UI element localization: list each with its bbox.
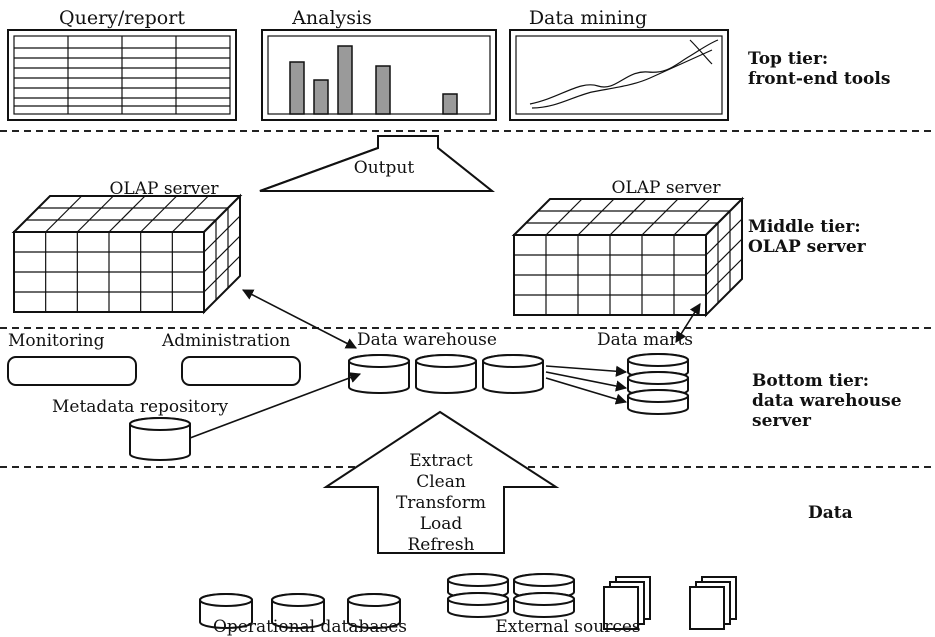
etl-step-label: Extract	[409, 451, 473, 471]
data-marts-cylinders-icon	[627, 353, 689, 415]
olap-server-left-label: OLAP server	[109, 179, 219, 199]
data-mining-line-chart-icon	[509, 29, 729, 121]
olap-mart-link-arrow	[675, 303, 701, 343]
bottom-tier-sublabel-2: server	[752, 411, 812, 431]
etl-step-label: Refresh	[407, 535, 474, 555]
etl-step-label: Load	[420, 514, 463, 534]
metadata-repository-label: Metadata repository	[52, 397, 228, 417]
warehouse-to-mart-arrow-3	[545, 377, 628, 405]
bottom-tier-label: Bottom tier:	[752, 371, 869, 391]
warehouse-to-mart-arrow-2	[545, 371, 628, 392]
middle-tier-label: Middle tier:	[748, 217, 861, 237]
bottom-tier-sublabel: data warehouse	[752, 391, 902, 411]
output-arrow-icon	[259, 135, 495, 192]
analysis-label: Analysis	[291, 7, 372, 29]
metadata-repository-cylinder-icon	[129, 417, 191, 461]
query-report-label: Query/report	[59, 7, 185, 29]
data-mining-label: Data mining	[529, 7, 647, 29]
etl-step-label: Transform	[396, 493, 486, 513]
warehouse-to-mart-arrow-1	[545, 365, 628, 377]
data-warehouse-label: Data warehouse	[357, 330, 497, 350]
top-tier-label: Top tier:	[748, 49, 828, 69]
external-sources-cylinders-icon	[447, 573, 575, 618]
output-label: Output	[354, 158, 415, 178]
data-tier-label: Data	[808, 503, 853, 523]
olap-cube-right-icon	[511, 196, 745, 318]
analysis-bar-chart-icon	[261, 29, 497, 121]
olap-cube-left-icon	[11, 193, 243, 315]
top-tier-sublabel: front-end tools	[748, 69, 890, 89]
monitoring-label: Monitoring	[8, 331, 105, 351]
administration-label: Administration	[161, 331, 290, 351]
monitoring-box	[7, 356, 137, 386]
data-marts-label: Data marts	[597, 330, 693, 350]
middle-tier-sublabel: OLAP server	[748, 237, 867, 257]
operational-databases-label: Operational databases	[213, 617, 407, 637]
query-report-table-icon	[7, 29, 237, 121]
etl-step-label: Clean	[416, 472, 466, 492]
olap-server-right-label: OLAP server	[611, 178, 721, 198]
external-sources-label: External sources	[495, 617, 640, 637]
etl-arrow-icon	[322, 410, 560, 554]
metadata-to-warehouse-arrow	[189, 372, 362, 439]
external-documents-icon	[603, 576, 737, 630]
administration-box	[181, 356, 301, 386]
operational-databases-cylinders-icon	[199, 593, 401, 629]
olap-warehouse-link-arrow	[242, 289, 357, 349]
data-warehouse-cylinders-icon	[348, 354, 544, 394]
